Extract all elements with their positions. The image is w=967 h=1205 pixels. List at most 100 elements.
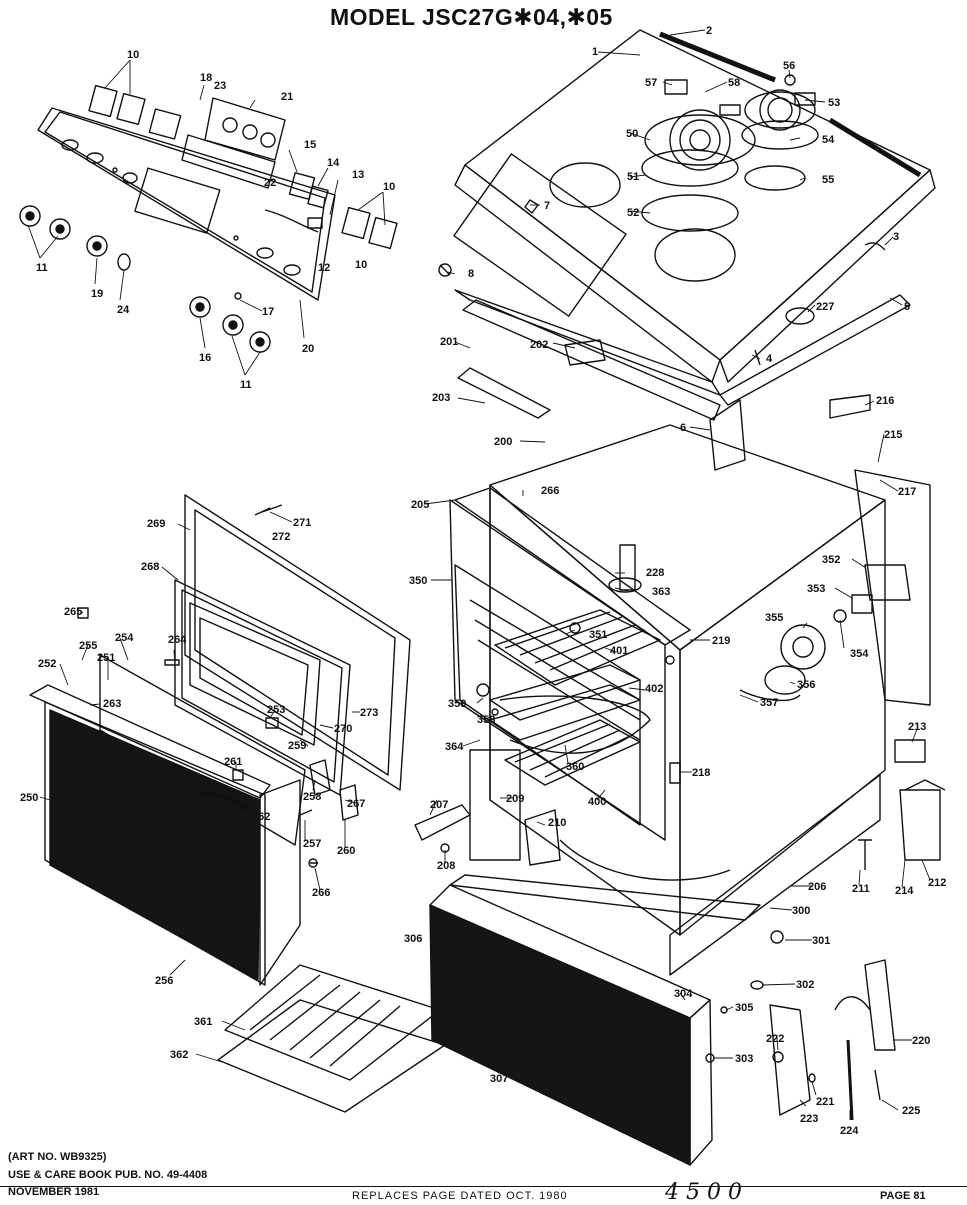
part-label: 214: [895, 885, 914, 897]
part-label: 217: [898, 486, 916, 498]
part-label: 265: [64, 606, 82, 618]
part-label: 350: [409, 575, 427, 587]
part-label: 18: [200, 72, 212, 84]
part-label: 270: [334, 723, 352, 735]
oven-door: [29, 494, 411, 986]
part-label: 227: [816, 301, 834, 313]
part-label: 205: [411, 499, 429, 511]
part-label: 218: [692, 767, 710, 779]
part-label: 10: [355, 259, 367, 271]
part-label: 7: [544, 200, 550, 212]
part-label: 52: [627, 207, 639, 219]
part-label: 303: [735, 1053, 753, 1065]
part-label: 220: [912, 1035, 930, 1047]
infinite-switch-icon: [88, 84, 398, 250]
part-label: 210: [548, 817, 566, 829]
part-label: 251: [97, 652, 115, 664]
part-label: 305: [735, 1002, 753, 1014]
part-label: 211: [852, 883, 870, 895]
part-label: 273: [360, 707, 378, 719]
part-label: 207: [430, 799, 448, 811]
page-number: PAGE 81: [880, 1190, 926, 1202]
part-label: 16: [199, 352, 211, 364]
part-label: 254: [115, 632, 134, 644]
page-title: MODEL JSC27G✱04,✱05: [330, 4, 613, 30]
part-label: 351: [589, 629, 607, 641]
part-label: 54: [822, 134, 835, 146]
part-label: 24: [117, 304, 130, 316]
part-label: 55: [822, 174, 834, 186]
part-label: 359: [448, 698, 466, 710]
part-label: 360: [566, 761, 584, 773]
part-label: 250: [20, 792, 38, 804]
part-label: 11: [36, 262, 48, 274]
clock-timer-icon: [181, 97, 286, 189]
part-label: 2: [706, 25, 712, 37]
part-label: 222: [766, 1033, 784, 1045]
part-label: 17: [262, 306, 274, 318]
part-label: 354: [850, 648, 869, 660]
handwritten-note: 4 5 0 0: [665, 1180, 742, 1205]
part-label: 401: [610, 645, 628, 657]
part-label: 21: [281, 91, 293, 103]
range-body: [489, 424, 931, 976]
part-label: 6: [680, 422, 686, 434]
part-label: 23: [214, 80, 226, 92]
part-label: 223: [800, 1113, 818, 1125]
part-label: 13: [352, 169, 364, 181]
part-label: 262: [252, 811, 270, 823]
part-label: 252: [38, 658, 56, 670]
part-label: 225: [902, 1105, 920, 1117]
part-label: 209: [506, 793, 524, 805]
part-label: 266: [541, 485, 559, 497]
part-label: 363: [652, 586, 670, 598]
art-number: (ART NO. WB9325): [8, 1151, 107, 1163]
use-care-book-number: USE & CARE BOOK PUB. NO. 49-4408: [8, 1169, 208, 1181]
oven-liner: [449, 487, 691, 841]
part-label: 58: [728, 77, 740, 89]
part-label: 355: [765, 612, 783, 624]
part-label: 301: [812, 935, 830, 947]
part-label: 206: [808, 881, 826, 893]
part-label: 253: [267, 704, 285, 716]
part-label: 306: [404, 933, 422, 945]
part-label: 216: [876, 395, 894, 407]
part-label: 259: [288, 740, 306, 752]
trim-and-brackets: [454, 242, 911, 471]
part-label: 14: [327, 157, 340, 169]
part-label: 4: [766, 353, 773, 365]
part-label: 10: [383, 181, 395, 193]
bake-element-and-bracket: [414, 544, 731, 881]
part-label: 267: [347, 798, 365, 810]
cooktop: [438, 29, 936, 383]
part-label: 263: [103, 698, 121, 710]
part-label: 258: [303, 791, 321, 803]
part-label: 56: [783, 60, 795, 72]
part-label: 302: [796, 979, 814, 991]
part-label: 1: [592, 46, 598, 58]
part-label: 221: [816, 1096, 834, 1108]
part-label: 5: [904, 301, 910, 313]
part-label: 356: [797, 679, 815, 691]
part-label: 3: [893, 231, 899, 243]
part-label: 53: [828, 97, 840, 109]
switch-and-harness-icon: [264, 172, 329, 233]
part-label: 219: [712, 635, 730, 647]
part-label: 57: [645, 77, 657, 89]
part-label: 22: [264, 177, 276, 189]
part-label: 400: [588, 796, 606, 808]
part-label: 402: [645, 683, 663, 695]
part-label: 358: [477, 714, 495, 726]
part-label: 272: [272, 531, 290, 543]
part-label: 352: [822, 554, 840, 566]
part-label: 266: [312, 887, 330, 899]
part-label: 12: [318, 262, 330, 274]
part-label: 300: [792, 905, 810, 917]
part-label: 208: [437, 860, 455, 872]
part-label: 271: [293, 517, 311, 529]
part-label: 215: [884, 429, 902, 441]
hinge-and-spring: [769, 959, 896, 1121]
part-label: 224: [840, 1125, 859, 1137]
part-label: 257: [303, 838, 321, 850]
